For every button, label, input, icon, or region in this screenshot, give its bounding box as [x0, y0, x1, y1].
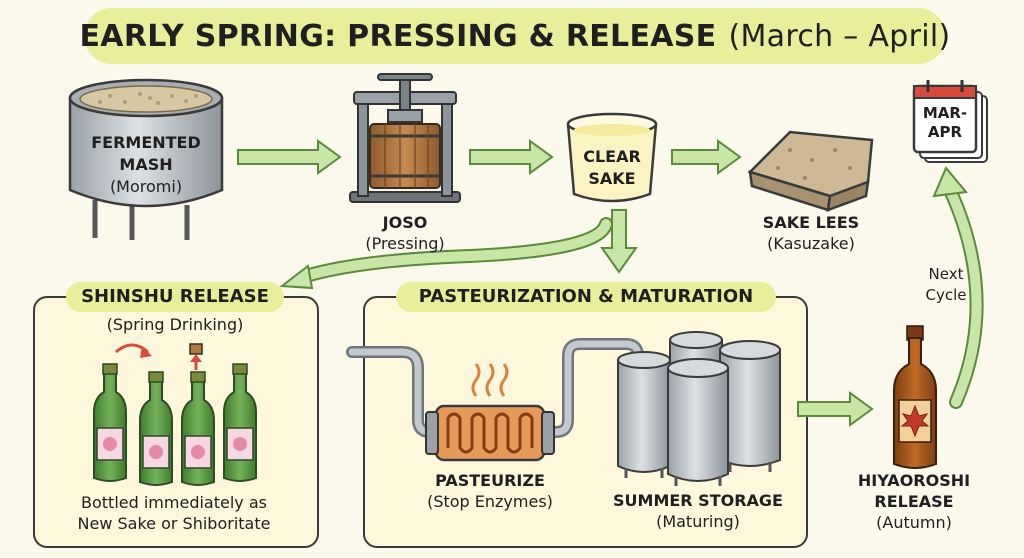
- shinshu-desc: Bottled immediately as New Sake or Shibo…: [46, 492, 302, 534]
- mash-line1: FERMENTED: [91, 133, 201, 152]
- clear-sake-label: CLEAR SAKE: [572, 146, 652, 190]
- calendar-icon: [912, 80, 988, 163]
- shinshu-title: SHINSHU RELEASE: [66, 282, 284, 312]
- shinshu-desc2: New Sake or Shiboritate: [77, 514, 271, 533]
- arrow-sake-to-shinshu: [279, 217, 613, 290]
- title-main: EARLY SPRING: PRESSING & RELEASE: [79, 18, 717, 54]
- hiyaoroshi-line2: RELEASE: [874, 492, 954, 511]
- storage-label: SUMMER STORAGE (Maturing): [600, 490, 796, 532]
- page-title: EARLY SPRING: PRESSING & RELEASE (March …: [80, 8, 951, 64]
- glass-icon: [566, 112, 658, 203]
- mash-label: FERMENTED MASH (Moromi): [76, 132, 216, 198]
- storage-sub: (Maturing): [656, 512, 740, 531]
- bottle-icon: [93, 343, 257, 486]
- heater-coil-icon: [425, 363, 555, 462]
- mash-line2: MASH: [119, 155, 173, 174]
- storage-tanks-icon: [617, 331, 781, 486]
- calendar-line1: MAR-: [922, 104, 968, 122]
- joso-name: JOSO: [382, 213, 428, 232]
- title-sub: (March – April): [728, 18, 951, 54]
- arrow-storage-to-hiyaoroshi: [797, 391, 874, 427]
- lees-sub: (Kasuzake): [767, 234, 855, 253]
- tank-icon: [68, 78, 224, 240]
- mash-sub: (Moromi): [109, 177, 183, 196]
- shinshu-desc1: Bottled immediately as: [81, 493, 267, 512]
- joso-sub: (Pressing): [365, 234, 445, 253]
- storage-name: SUMMER STORAGE: [613, 491, 783, 510]
- maple-leaf-icon: [893, 325, 937, 469]
- shinshu-sub: (Spring Drinking): [106, 315, 244, 334]
- pasteurize-name: PASTEURIZE: [435, 471, 545, 490]
- maturation-title: PASTEURIZATION & MATURATION: [396, 282, 776, 312]
- lees-name: SAKE LEES: [762, 213, 860, 232]
- arrow-sake-to-maturation: [600, 209, 638, 274]
- lees-label: SAKE LEES (Kasuzake): [746, 212, 876, 254]
- next-cycle-line1: Next: [928, 265, 964, 283]
- calendar-line2: APR: [927, 123, 963, 141]
- clear-sake-line2: SAKE: [588, 169, 636, 188]
- shinshu-panel: [33, 296, 319, 548]
- arrow-sake-to-lees: [671, 139, 742, 175]
- hiyaoroshi-sub: (Autumn): [876, 513, 952, 532]
- pasteurize-sub: (Stop Enzymes): [427, 492, 553, 511]
- clear-sake-line1: CLEAR: [583, 147, 641, 166]
- hiyaoroshi-line1: HIYAOROSHI: [857, 471, 971, 490]
- pasteurize-label: PASTEURIZE (Stop Enzymes): [415, 470, 565, 512]
- arrow-next-cycle: [932, 166, 984, 409]
- calendar-label: MAR- APR: [914, 104, 976, 142]
- hiyaoroshi-label: HIYAOROSHI RELEASE (Autumn): [846, 470, 982, 533]
- title-band: [84, 8, 946, 64]
- wooden-press-icon: [349, 73, 461, 203]
- lees-block-icon: [747, 130, 874, 212]
- next-cycle-label: Next Cycle: [914, 264, 978, 306]
- arrow-mash-to-press: [237, 139, 342, 175]
- next-cycle-line2: Cycle: [925, 286, 967, 304]
- joso-label: JOSO (Pressing): [345, 212, 465, 254]
- arrow-press-to-sake: [469, 139, 554, 175]
